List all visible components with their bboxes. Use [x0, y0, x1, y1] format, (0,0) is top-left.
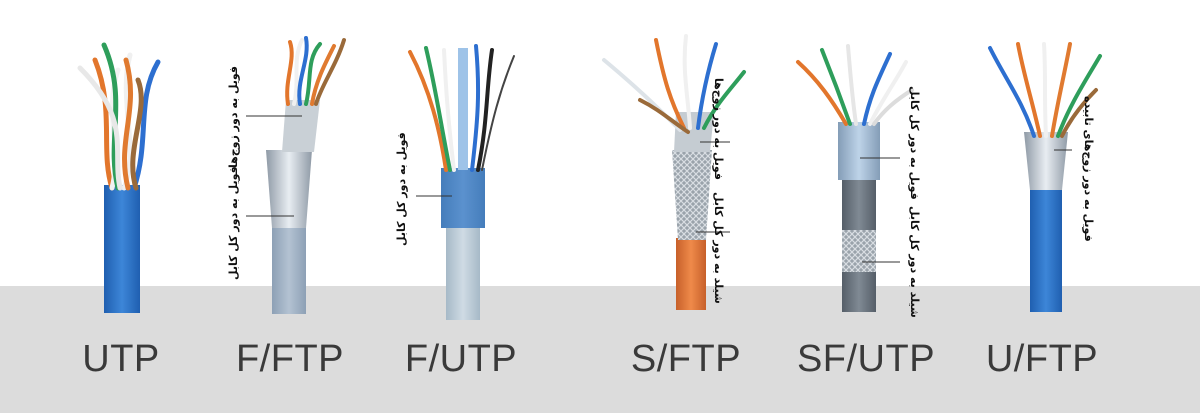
floor-band [0, 286, 1200, 413]
annotation-sf-utp-overall-shield: شیلد به دور کل کابل [908, 206, 921, 318]
annotation-sf-utp-overall-foil: فویل به دور کل کابل [908, 86, 921, 200]
annotation-u-ftp-pairs-foil: فویل به دور زوج‌های تابیده [1082, 96, 1095, 242]
annotation-f-ftp-overall-foil: فویل به دور کل کابل [227, 166, 240, 280]
cable-f-utp [408, 44, 515, 320]
annotation-s-ftp-overall-shield: شیلد به دور کل کابل [712, 192, 725, 304]
cable-name-f-utp: F/UTP [404, 338, 518, 380]
cable-name-s-ftp: S/FTP [630, 338, 742, 380]
cable-s-ftp [602, 34, 746, 310]
cable-f-ftp [246, 36, 346, 314]
cable-utp [77, 42, 161, 313]
annotation-s-ftp-pairs-foil: فویل به دور زوج‌ها [712, 78, 725, 181]
cable-name-u-ftp: U/FTP [985, 338, 1099, 380]
cable-name-utp: UTP [82, 338, 160, 380]
cable-sf-utp [796, 44, 914, 312]
annotation-f-ftp-pairs-foil: فویل به دور زوج‌ها [227, 65, 240, 168]
cable-name-sf-utp: SF/UTP [796, 338, 936, 380]
annotation-f-utp-overall-foil: فویل به دور کل کابل [395, 132, 408, 246]
cable-name-f-ftp: F/FTP [235, 338, 345, 380]
cable-u-ftp [988, 42, 1102, 312]
